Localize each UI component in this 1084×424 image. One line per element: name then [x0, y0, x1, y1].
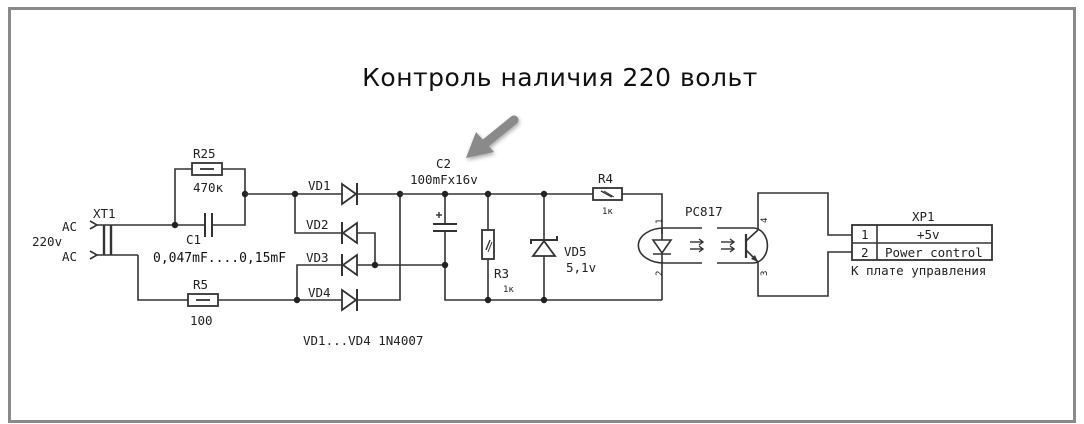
r25-ref: R25	[193, 146, 216, 161]
opto-pin-4: 4	[760, 218, 770, 223]
r4-value: 1к	[602, 207, 613, 217]
opto-pin-3: 3	[760, 271, 770, 276]
c1-value: 0,047mF....0,15mF	[153, 251, 286, 266]
diode-vd3: VD3	[306, 250, 445, 277]
capacitor-c1: C1 0,047mF....0,15mF	[153, 194, 286, 266]
r25-value: 470к	[193, 180, 224, 195]
input-voltage-label: 220v	[32, 234, 62, 249]
resistor-r3: R3 1к	[481, 190, 514, 304]
ac-terminal-top-label: AC	[62, 219, 77, 234]
diagram-title: Контроль наличия 220 вольт	[362, 63, 758, 92]
ac-terminal-bottom-label: AC	[62, 249, 77, 264]
r3-ref: R3	[494, 266, 509, 281]
vd3-ref: VD3	[306, 250, 329, 265]
connector-xt1: XT1 AC AC 220v	[32, 206, 175, 264]
xp1-pin-2-label: Power control	[885, 245, 983, 260]
light-arrows-icon	[690, 238, 736, 253]
connector-xp1: XP1 1 +5v 2 Power control К плате управл…	[851, 209, 993, 278]
bridge-note: VD1...VD4 1N4007	[303, 333, 423, 348]
c2-ref: C2	[436, 156, 451, 171]
vd5-ref: VD5	[564, 244, 587, 259]
xt1-label: XT1	[93, 206, 116, 221]
xp1-pin-1-label: +5v	[917, 227, 940, 242]
r3-value: 1к	[503, 285, 514, 295]
resistor-r5: R5 100	[137, 255, 342, 328]
c2-value: 100mFx16v	[410, 172, 478, 187]
vd1-ref: VD1	[308, 178, 331, 193]
vd4-ref: VD4	[308, 285, 331, 300]
diode-vd1: VD1	[308, 178, 400, 206]
r4-ref: R4	[598, 171, 613, 186]
resistor-r25: R25 470к	[174, 146, 246, 225]
xp1-note: К плате управления	[851, 263, 986, 278]
highlight-arrow-icon	[466, 115, 519, 158]
diode-vd2: VD2	[306, 217, 376, 265]
diagram-frame	[8, 7, 1076, 423]
vd5-value: 5,1v	[566, 260, 596, 275]
capacitor-c2: C2 100mFx16v	[410, 156, 662, 301]
pc817-ref: PC817	[685, 204, 723, 219]
xp1-pin-1-num: 1	[861, 227, 869, 242]
xp1-ref: XP1	[912, 209, 935, 224]
optocoupler-pc817: PC817 1 2 4 3	[637, 192, 852, 300]
c1-ref: C1	[186, 232, 201, 247]
ac-arrow-bottom-icon	[89, 250, 99, 260]
r5-ref: R5	[193, 277, 208, 292]
resistor-r4: R4 1к	[592, 171, 663, 234]
xp1-pin-2-num: 2	[861, 245, 869, 260]
opto-pin-2: 2	[655, 271, 665, 276]
diode-vd4: VD4	[308, 194, 401, 312]
r5-value: 100	[190, 313, 213, 328]
vd2-ref: VD2	[306, 217, 329, 232]
diode-bridge: VD1 VD2 VD3 VD4 VD1...VD4 1N4007	[291, 178, 445, 348]
zener-vd5: VD5 5,1v	[530, 190, 596, 304]
opto-pin-1: 1	[655, 219, 665, 224]
ac-arrow-top-icon	[89, 220, 99, 230]
